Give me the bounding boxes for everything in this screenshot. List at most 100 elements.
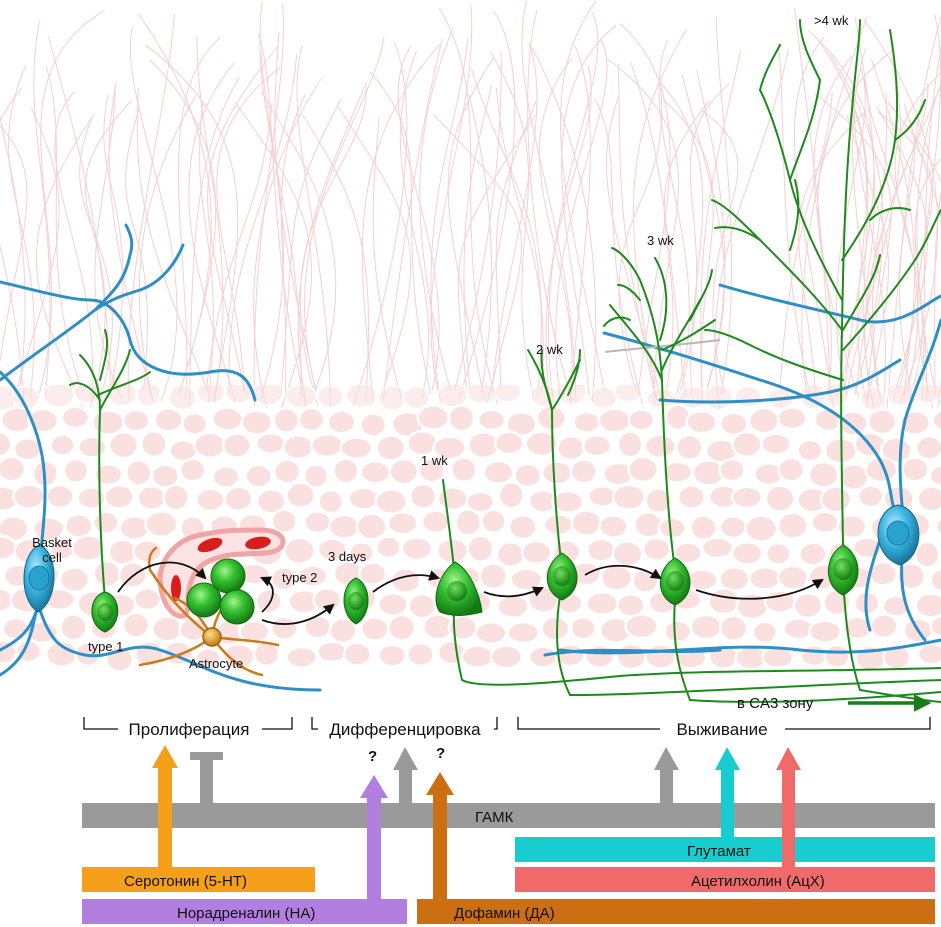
fibre-strand bbox=[188, 61, 237, 402]
fibre-strand bbox=[835, 67, 866, 394]
fibre-strand bbox=[103, 94, 124, 399]
granule-cell bbox=[747, 406, 780, 435]
granule-cell bbox=[344, 385, 378, 409]
granule-cell bbox=[223, 485, 254, 512]
fibre-strand bbox=[253, 3, 284, 406]
fibre-strand bbox=[545, 64, 592, 397]
granule-cell bbox=[465, 385, 499, 405]
granule-cell bbox=[281, 434, 315, 461]
granule-cell bbox=[807, 619, 843, 644]
acetylcholine-bar bbox=[515, 867, 935, 892]
granule-cell bbox=[240, 409, 274, 436]
granule-cell bbox=[71, 534, 106, 562]
granule-cell bbox=[466, 534, 495, 564]
granule-cell bbox=[598, 513, 629, 539]
age-3-days: 3 days bbox=[328, 549, 367, 564]
fibre-strand bbox=[84, 100, 132, 405]
granule-cell bbox=[554, 385, 589, 406]
fibre-strand bbox=[253, 76, 324, 409]
fibre-strand bbox=[530, 44, 597, 403]
granule-cell bbox=[644, 487, 673, 514]
granule-cell bbox=[911, 385, 941, 405]
fibre-strand bbox=[454, 51, 502, 391]
fibre-strand bbox=[561, 24, 617, 402]
granule-cell bbox=[810, 510, 840, 535]
granule-cell bbox=[643, 643, 678, 670]
gaba-label: ГАМК bbox=[475, 809, 514, 826]
granule-cell bbox=[347, 541, 375, 565]
granule-cell bbox=[375, 434, 407, 462]
molecular-layer-fibres bbox=[0, 0, 941, 410]
glutamate-label: Глутамат bbox=[687, 843, 751, 860]
fibre-strand bbox=[259, 1, 302, 403]
fibre-strand bbox=[663, 100, 710, 403]
granule-cell bbox=[302, 463, 330, 489]
granule-cell bbox=[836, 514, 868, 540]
granule-cell bbox=[76, 486, 107, 510]
granule-cell bbox=[136, 484, 167, 511]
maturing-neurons bbox=[69, 19, 941, 703]
granule-cell bbox=[121, 611, 151, 639]
fibre-strand bbox=[914, 157, 941, 405]
granule-cell bbox=[59, 613, 88, 642]
fibre-strand bbox=[0, 87, 25, 405]
granule-cell bbox=[103, 483, 135, 510]
fibre-strand bbox=[618, 83, 663, 392]
granule-cell bbox=[572, 410, 602, 434]
granule-cell bbox=[616, 430, 644, 459]
granule-cell bbox=[27, 407, 60, 434]
granule-cell bbox=[929, 567, 941, 593]
fibre-strand bbox=[261, 91, 337, 394]
stage-survival: Выживание bbox=[676, 720, 767, 739]
fibre-strand bbox=[700, 49, 742, 407]
fibre-strand bbox=[138, 14, 212, 397]
granule-cell bbox=[585, 537, 617, 563]
granule-cell bbox=[718, 411, 749, 437]
granule-cell bbox=[931, 409, 941, 432]
granule-cell bbox=[1, 616, 30, 641]
fibre-strand bbox=[216, 66, 281, 392]
fibre-strand bbox=[0, 125, 28, 365]
granule-cell bbox=[387, 613, 417, 642]
fibre-strand bbox=[369, 71, 431, 394]
granule-cell bbox=[327, 513, 361, 540]
fibre-strand bbox=[829, 54, 884, 395]
effect-arrows bbox=[152, 745, 801, 899]
granule-cell bbox=[377, 385, 408, 412]
granule-cell bbox=[896, 562, 927, 591]
granule-cell bbox=[420, 509, 451, 534]
granule-cell bbox=[657, 516, 687, 540]
fibre-strand bbox=[205, 103, 273, 392]
granule-cell bbox=[432, 435, 467, 461]
grey-fibre bbox=[604, 339, 721, 353]
granule-cell bbox=[672, 541, 703, 565]
granule-cell bbox=[529, 385, 559, 409]
granule-cell bbox=[929, 614, 941, 638]
granule-cell bbox=[283, 536, 316, 565]
fibre-strand bbox=[468, 93, 493, 393]
age-3-wk: 3 wk bbox=[647, 233, 674, 248]
dopamine-bar bbox=[417, 899, 935, 924]
fibre-strand bbox=[547, 11, 599, 404]
granule-cell bbox=[326, 409, 357, 435]
granule-cell bbox=[599, 563, 634, 592]
granule-cell bbox=[718, 457, 746, 483]
granule-cell bbox=[663, 619, 693, 644]
granule-cell bbox=[359, 459, 392, 485]
granule-cell bbox=[764, 484, 796, 513]
granule-cell bbox=[857, 484, 885, 509]
granule-cell bbox=[913, 540, 941, 569]
granule-cell bbox=[506, 621, 541, 645]
granule-cell bbox=[689, 514, 718, 542]
fibre-strand bbox=[559, 0, 605, 392]
granule-cell bbox=[417, 457, 446, 484]
fibre-strand bbox=[280, 94, 306, 399]
fibre-strand bbox=[700, 109, 739, 393]
age-1-wk: 1 wk bbox=[421, 453, 448, 468]
granule-cell bbox=[316, 640, 348, 663]
fibre-strand bbox=[35, 113, 96, 407]
development-arrows bbox=[117, 561, 824, 625]
fibre-strand bbox=[178, 36, 222, 401]
granule-cell bbox=[611, 539, 644, 568]
granule-cell bbox=[615, 642, 647, 671]
